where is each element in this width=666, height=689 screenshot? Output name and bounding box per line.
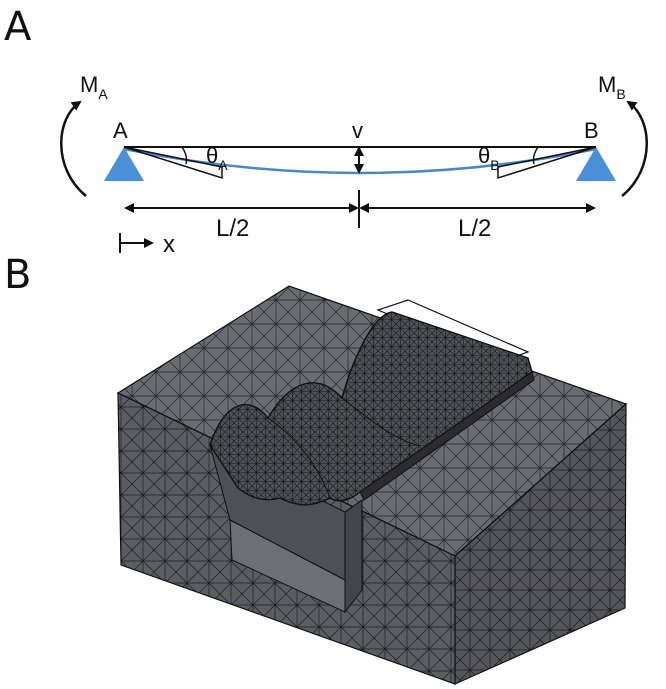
angle-left-arc	[181, 146, 188, 165]
mesh-film	[209, 311, 533, 506]
axis-x-label: x	[163, 231, 175, 258]
angle-right-arc	[532, 146, 539, 165]
moment-left-arrow	[60, 100, 87, 197]
deflection-label: v	[352, 118, 363, 143]
angle-left-wedge	[123, 146, 223, 180]
panel-b: B	[4, 252, 628, 685]
span-right-label: L/2	[458, 215, 491, 242]
support-right	[576, 147, 616, 181]
angle-right-label: θB	[478, 143, 500, 173]
support-left-label: A	[113, 118, 128, 143]
fe-mesh-model	[116, 285, 628, 685]
panel-a: A MA MB A B θA θB v	[4, 4, 648, 258]
support-left	[104, 147, 144, 181]
moment-right-arrow	[621, 100, 648, 197]
moment-left-label: MA	[80, 72, 108, 102]
trench-inner-wall	[344, 499, 363, 614]
film-ridge-1	[267, 417, 331, 499]
panel-a-letter: A	[4, 4, 32, 50]
moment-right-label: MB	[598, 72, 626, 102]
angle-right-wedge	[497, 146, 597, 180]
angle-left-label: θA	[206, 143, 228, 173]
film-edge-strip	[359, 371, 535, 501]
film-ridge-2	[341, 397, 421, 447]
support-right-label: B	[584, 118, 599, 143]
span-left-label: L/2	[216, 215, 249, 242]
panel-b-letter: B	[4, 252, 31, 298]
